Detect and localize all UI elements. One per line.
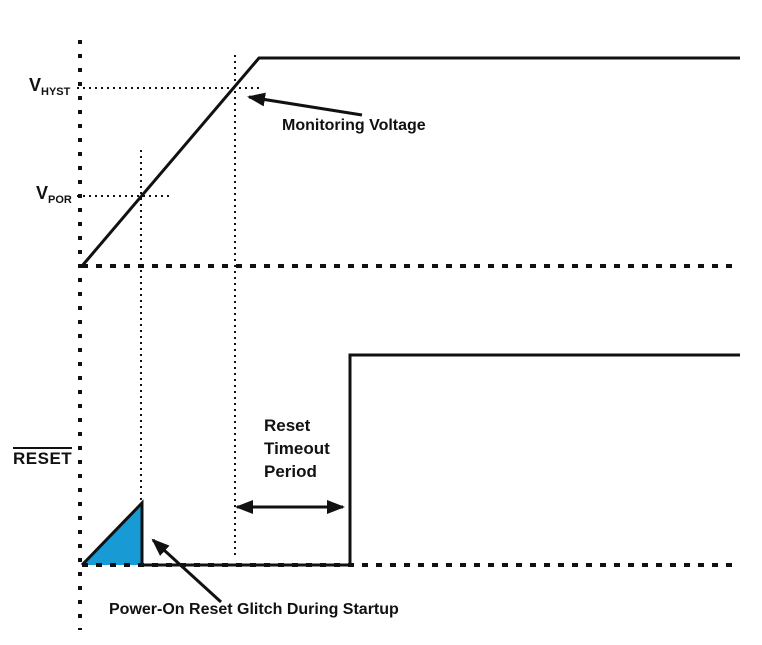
glitch-triangle-outline <box>80 499 144 567</box>
glitch-arrow <box>151 538 223 604</box>
reset-waveform <box>142 353 740 567</box>
reset-timeout-line-2: Timeout <box>264 439 330 458</box>
reset-timeout-line-3: Period <box>264 462 317 481</box>
reset-timeout-label: Reset Timeout Period <box>264 414 330 483</box>
vhyst-label-subscript: HYST <box>41 86 71 98</box>
monitoring-voltage-arrow <box>247 92 363 117</box>
vpor-label-subscript: POR <box>48 194 72 206</box>
vhyst-label: VHYST <box>29 75 71 98</box>
vhyst-label-base: V <box>29 75 42 95</box>
vpor-label-base: V <box>36 183 49 203</box>
glitch-caption-label: Power-On Reset Glitch During Startup <box>109 601 399 618</box>
vpor-label: VPOR <box>36 183 72 206</box>
monitoring-voltage-label: Monitoring Voltage <box>282 117 426 134</box>
supply-waveform <box>80 56 740 267</box>
reset-timeout-line-1: Reset <box>264 416 311 435</box>
reset-signal-text: RESET <box>13 447 73 468</box>
reset-signal-label: RESET <box>13 447 73 469</box>
